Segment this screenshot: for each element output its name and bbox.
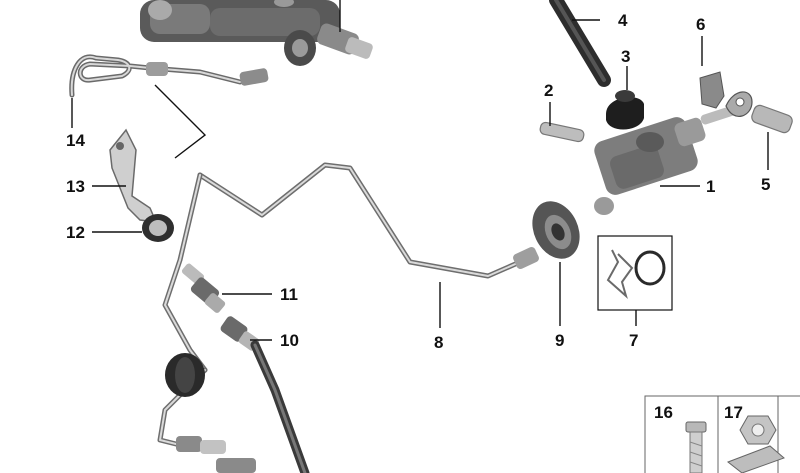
callout-2: 2: [544, 81, 553, 100]
callout-14: 14: [66, 131, 85, 150]
callout-4: 4: [618, 11, 628, 30]
callout-17: 17: [724, 403, 743, 422]
callout-8: 8: [434, 333, 443, 352]
hose-4: [549, 0, 611, 87]
flange-9: [532, 201, 580, 259]
callout-11: 11: [280, 285, 298, 304]
callout-3: 3: [621, 47, 630, 66]
boot-3: [606, 90, 644, 130]
pipe-line-8: [162, 162, 539, 373]
callout-10: 10: [280, 331, 299, 350]
callout-16: 16: [654, 403, 673, 422]
pipe-line-14: [69, 54, 269, 98]
sleeve-5: [751, 104, 793, 134]
callout-12: 12: [66, 223, 85, 242]
hose-lower-left: [157, 353, 256, 473]
slave-cylinder-assembly: [140, 0, 373, 66]
callout-7: 7: [629, 331, 638, 350]
master-cylinder-1: [594, 101, 750, 215]
shim-part: [726, 445, 785, 473]
bolt-16: [685, 421, 707, 473]
fitting-11: [181, 263, 226, 313]
bracket-13: [109, 128, 158, 223]
callout-6: 6: [696, 15, 705, 34]
callout-1: 1: [706, 177, 715, 196]
callout-5: 5: [761, 175, 770, 194]
hose-10: [220, 316, 310, 473]
clevis-6: [699, 71, 753, 117]
pin-2: [539, 121, 585, 143]
callout-9: 9: [555, 331, 564, 350]
clip-set-7: [597, 235, 673, 311]
callout-13: 13: [66, 177, 85, 196]
grommet-12: [142, 214, 174, 242]
nut-17: [739, 415, 777, 445]
